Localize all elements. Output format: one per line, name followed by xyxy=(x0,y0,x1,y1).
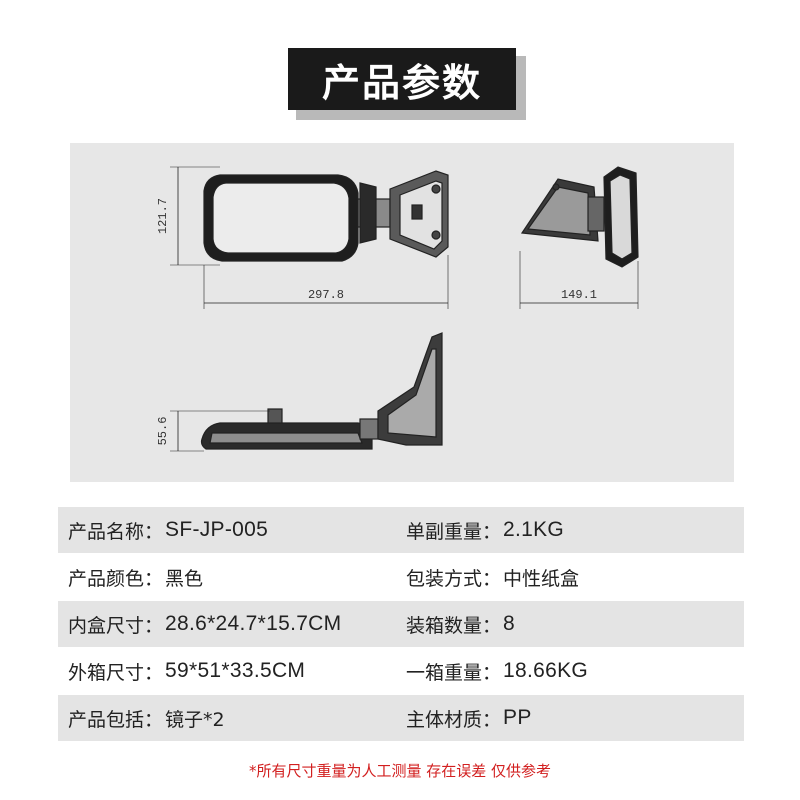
top-hinge xyxy=(359,418,379,440)
spec-table: 产品名称： SF-JP-005 单副重量： 2.1KG 产品颜色： 黑色 包装方… xyxy=(58,507,744,742)
spec-cell-right: 主体材质： PP xyxy=(406,695,532,741)
spec-cell-left: 外箱尺寸： 59*51*33.5CM xyxy=(68,648,305,694)
spec-label: 产品颜色： xyxy=(68,567,164,590)
spec-value: SF-JP-005 xyxy=(165,518,269,541)
spec-row: 产品包括： 镜子*2 主体材质： PP xyxy=(58,695,744,741)
spec-label: 产品包括： xyxy=(68,708,164,731)
spec-label: 内盒尺寸： xyxy=(68,614,164,637)
spec-row: 产品颜色： 黑色 包装方式： 中性纸盒 xyxy=(58,554,744,600)
spec-cell-right: 包装方式： 中性纸盒 xyxy=(406,554,579,600)
spec-value: 镜子*2 xyxy=(165,708,225,731)
spec-value: 28.6*24.7*15.7CM xyxy=(165,612,342,635)
spec-row: 产品名称： SF-JP-005 单副重量： 2.1KG xyxy=(58,507,744,553)
page-title: 产品参数 xyxy=(288,48,516,110)
top-knob xyxy=(267,408,283,424)
spec-value: 中性纸盒 xyxy=(503,567,580,590)
dim-thickness-label: 55.6 xyxy=(156,417,170,446)
arm-joint xyxy=(359,182,377,244)
spec-cell-right: 一箱重量： 18.66KG xyxy=(406,648,588,694)
spec-value: 18.66KG xyxy=(503,659,589,682)
spec-row: 内盒尺寸： 28.6*24.7*15.7CM 装箱数量： 8 xyxy=(58,601,744,647)
title-banner: 产品参数 xyxy=(0,48,800,120)
spec-row: 外箱尺寸： 59*51*33.5CM 一箱重量： 18.66KG xyxy=(58,648,744,694)
spec-label: 单副重量： xyxy=(406,520,502,543)
spec-cell-left: 内盒尺寸： 28.6*24.7*15.7CM xyxy=(68,601,341,647)
spec-label: 装箱数量： xyxy=(406,614,502,637)
spec-value: 黑色 xyxy=(165,567,204,590)
front-view xyxy=(170,166,449,309)
spec-cell-left: 产品颜色： 黑色 xyxy=(68,554,203,600)
mirror-technical-drawing: 121.7 297.8 149.1 55.6 xyxy=(156,166,639,452)
spec-value: PP xyxy=(503,706,532,729)
side-hinge xyxy=(587,196,605,232)
dim-height-label: 121.7 xyxy=(156,198,170,234)
spec-label: 包装方式： xyxy=(406,567,502,590)
disclaimer-note: *所有尺寸重量为人工测量 存在误差 仅供参考 xyxy=(248,762,552,780)
technical-drawing-panel: 121.7 297.8 149.1 55.6 xyxy=(70,143,734,482)
spec-label: 一箱重量： xyxy=(406,661,502,684)
top-view xyxy=(170,332,443,452)
dim-width-label: 297.8 xyxy=(308,288,344,302)
mirror-glass xyxy=(212,182,350,254)
spec-value: 2.1KG xyxy=(503,518,565,541)
spec-label: 外箱尺寸： xyxy=(68,661,164,684)
spec-value: 8 xyxy=(503,612,515,635)
dim-depth-label: 149.1 xyxy=(561,288,597,302)
spec-cell-right: 单副重量： 2.1KG xyxy=(406,507,564,553)
spec-cell-left: 产品名称： SF-JP-005 xyxy=(68,507,268,553)
side-view xyxy=(519,166,639,309)
spec-cell-right: 装箱数量： 8 xyxy=(406,601,515,647)
spec-label: 主体材质： xyxy=(406,708,502,731)
spec-label: 产品名称： xyxy=(68,520,164,543)
spec-value: 59*51*33.5CM xyxy=(165,659,306,682)
spec-cell-left: 产品包括： 镜子*2 xyxy=(68,695,225,741)
